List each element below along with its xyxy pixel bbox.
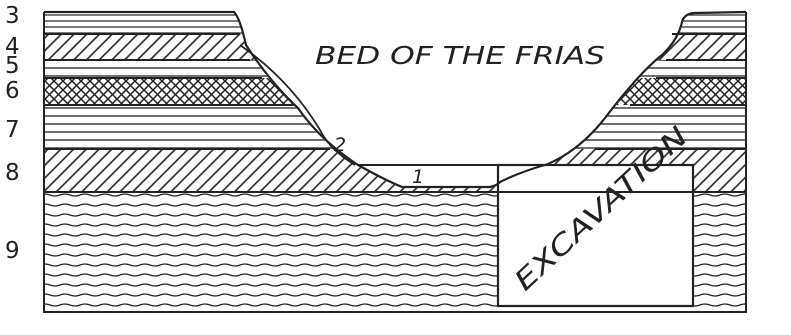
- marker-2-label: 2: [334, 134, 346, 156]
- layer-7: [44, 105, 746, 149]
- layer-number-7: 7: [5, 117, 20, 143]
- marker-1-label: 1: [412, 166, 424, 188]
- layer-number-6: 6: [5, 78, 20, 104]
- layer-3: [44, 12, 746, 34]
- layer-number-3: 3: [5, 3, 20, 29]
- layer-number-5: 5: [5, 53, 20, 79]
- bed-label: BED OF THE FRIAS: [315, 41, 605, 70]
- layer-6: [44, 78, 746, 105]
- layer-number-9: 9: [5, 238, 20, 264]
- layer-number-8: 8: [5, 160, 20, 186]
- layer-numbers: 3 4 5 6 7 8 9: [5, 3, 20, 264]
